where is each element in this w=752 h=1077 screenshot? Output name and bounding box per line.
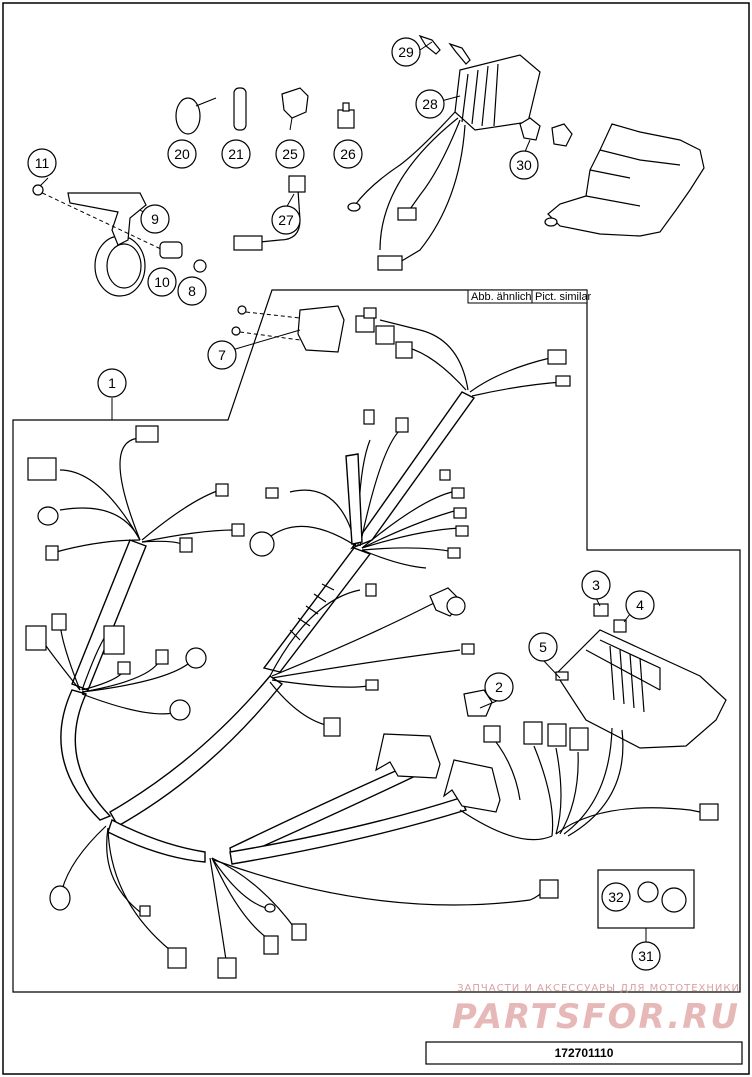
- regulator-assembly: [347, 34, 541, 271]
- callout-7: 7: [207, 340, 237, 370]
- callout-10: 10: [147, 267, 177, 297]
- callout-20: 20: [167, 139, 197, 169]
- callout-31: 31: [631, 941, 661, 971]
- callout-5: 5: [528, 632, 558, 662]
- relay-socket-part: [281, 87, 309, 131]
- svg-text:2: 2: [495, 679, 503, 695]
- watermark: ЗАПЧАСТИ И АКСЕССУАРЫ ДЛЯ МОТОТЕХНИКИ PA…: [452, 983, 740, 1037]
- svg-text:27: 27: [278, 212, 294, 228]
- callout-29: 29: [391, 37, 421, 67]
- callout-32: 32: [601, 882, 631, 912]
- svg-text:7: 7: [218, 347, 226, 363]
- leader-lines: [39, 41, 631, 709]
- svg-text:29: 29: [398, 44, 414, 60]
- fuse-box-assembly: [459, 603, 727, 841]
- mounting-bracket: [544, 123, 705, 237]
- callout-1: 1: [97, 368, 127, 398]
- svg-text:30: 30: [516, 157, 532, 173]
- svg-text:20: 20: [174, 146, 190, 162]
- callout-4: 4: [625, 590, 655, 620]
- svg-text:21: 21: [228, 146, 244, 162]
- callout-9: 9: [140, 204, 170, 234]
- bracket-plate-7: [231, 305, 345, 353]
- callout-27: 26: [333, 139, 363, 169]
- part-number: 172701110: [555, 1046, 614, 1060]
- callout-2: 2: [484, 672, 514, 702]
- pict-similar-label: Abb. ähnlich Pict. similar: [467, 289, 592, 304]
- svg-text:31: 31: [638, 948, 654, 964]
- svg-text:5: 5: [539, 639, 547, 655]
- pict-similar-de: Abb. ähnlich: [471, 291, 532, 303]
- svg-text:1: 1: [108, 375, 116, 391]
- callout-11: 11: [27, 148, 57, 178]
- svg-text:8: 8: [188, 283, 196, 299]
- callout-21: 21: [221, 139, 251, 169]
- svg-text:32: 32: [608, 889, 624, 905]
- clip-part: [233, 87, 247, 131]
- svg-text:28: 28: [422, 96, 438, 112]
- callout-28: 28: [415, 89, 445, 119]
- svg-text:3: 3: [592, 577, 600, 593]
- relay-part: [337, 102, 355, 129]
- cable-tie-part: [175, 97, 217, 135]
- callout-25: 25: [275, 139, 305, 169]
- harness-region-outline: [12, 289, 741, 993]
- pict-similar-en: Pict. similar: [535, 291, 592, 303]
- svg-text:26: 26: [340, 146, 356, 162]
- clips-30: [519, 117, 573, 147]
- svg-text:11: 11: [35, 155, 50, 171]
- svg-text:10: 10: [154, 274, 170, 290]
- callout-3: 3: [581, 570, 611, 600]
- svg-text:25: 25: [282, 146, 298, 162]
- horn-assembly: [32, 184, 207, 297]
- part-number-box: 172701110: [425, 1041, 743, 1065]
- callout-30: 30: [509, 150, 539, 180]
- svg-text:9: 9: [151, 211, 159, 227]
- watermark-tagline: ЗАПЧАСТИ И АКСЕССУАРЫ ДЛЯ МОТОТЕХНИКИ: [457, 983, 740, 994]
- main-wiring-harness: [25, 307, 571, 979]
- callout-8: 8: [177, 276, 207, 306]
- watermark-brand: PARTSFOR.RU: [452, 997, 740, 1037]
- svg-text:4: 4: [636, 597, 644, 613]
- callout-26: 27: [271, 205, 301, 235]
